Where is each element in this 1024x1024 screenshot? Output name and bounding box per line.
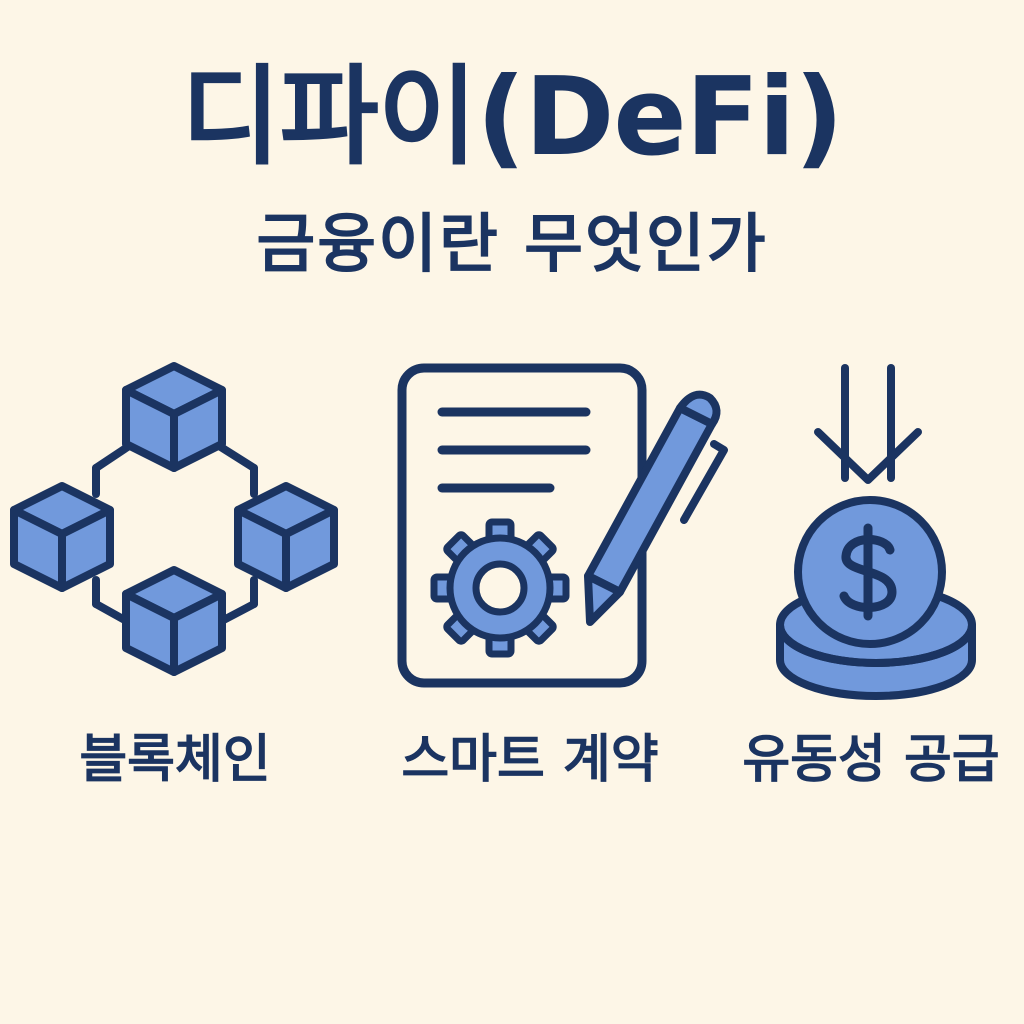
smart-contract-icon — [380, 350, 730, 700]
liquidity-icon — [760, 350, 1024, 700]
page-title: 디파이(DeFi) — [181, 55, 844, 180]
smart-contract-label: 스마트 계약 — [401, 730, 659, 790]
liquidity-label: 유동성 공급 — [742, 730, 1000, 790]
blockchain-label: 블록체인 — [79, 730, 271, 790]
page-subtitle: 금융이란 무엇인가 — [256, 208, 768, 282]
blockchain-icon — [0, 340, 350, 690]
